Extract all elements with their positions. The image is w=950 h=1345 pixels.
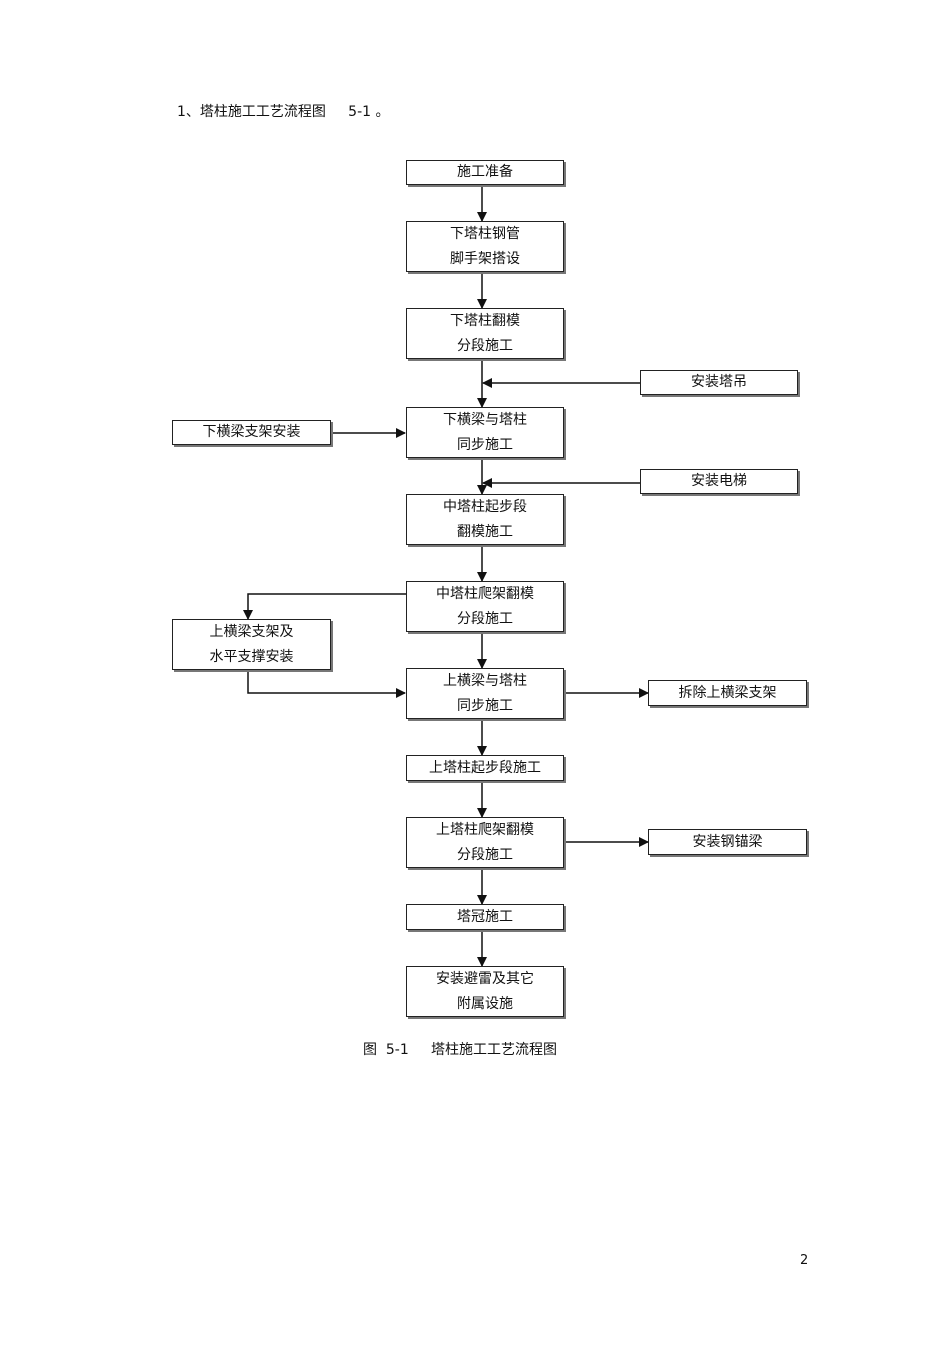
node-label: 分段施工	[457, 337, 513, 354]
figure-caption: 图 5-1 塔柱施工工艺流程图	[363, 1042, 558, 1058]
node-upper-beam-support: 上横梁支架及 水平支撑安装	[172, 619, 331, 670]
node-upper-start: 上塔柱起步段施工	[406, 755, 564, 781]
node-lightning: 安装避雷及其它 附属设施	[406, 966, 564, 1017]
node-label: 安装钢锚梁	[692, 833, 763, 850]
node-label: 分段施工	[457, 610, 513, 627]
node-label: 下横梁与塔柱	[443, 411, 527, 428]
node-label: 安装电梯	[691, 473, 747, 489]
node-label: 上横梁与塔柱	[443, 672, 527, 689]
node-label: 安装塔吊	[691, 374, 747, 390]
node-label: 下横梁支架安装	[202, 424, 301, 440]
node-upper-beam: 上横梁与塔柱 同步施工	[406, 668, 564, 719]
page-number: 2	[800, 1253, 809, 1268]
node-label: 中塔柱爬架翻模	[436, 585, 534, 602]
node-label: 施工准备	[457, 164, 513, 180]
node-label: 下塔柱钢管	[450, 225, 520, 242]
node-label: 塔冠施工	[457, 908, 513, 925]
node-label: 上塔柱起步段施工	[429, 759, 541, 776]
node-remove-support: 拆除上横梁支架	[648, 680, 807, 706]
node-label: 同步施工	[457, 436, 513, 453]
section-heading: 1、塔柱施工工艺流程图 5-1 。	[177, 104, 390, 120]
node-label: 安装避雷及其它	[436, 970, 534, 987]
node-lower-beam-support: 下横梁支架安装	[172, 420, 331, 445]
node-label: 翻模施工	[457, 523, 513, 540]
node-label: 上塔柱爬架翻模	[436, 821, 534, 838]
node-label: 分段施工	[457, 846, 513, 863]
node-label: 脚手架搭设	[450, 250, 520, 267]
node-crown: 塔冠施工	[406, 904, 564, 930]
node-label: 同步施工	[457, 697, 513, 714]
node-construction-prep: 施工准备	[406, 160, 564, 185]
arrow-upperbeamsupport-upperbeam	[247, 670, 406, 698]
node-elevator: 安装电梯	[640, 469, 798, 494]
node-lower-formwork: 下塔柱翻模 分段施工	[406, 308, 564, 359]
node-mid-start: 中塔柱起步段 翻模施工	[406, 494, 564, 545]
node-steel-anchor: 安装钢锚梁	[648, 829, 807, 855]
node-label: 上横梁支架及	[209, 623, 294, 640]
arrow-midclimb-upperbeamsupport	[243, 593, 406, 620]
node-label: 水平支撑安装	[209, 648, 294, 665]
node-tower-crane: 安装塔吊	[640, 370, 798, 395]
node-upper-climb: 上塔柱爬架翻模 分段施工	[406, 817, 564, 868]
node-label: 中塔柱起步段	[443, 498, 527, 515]
node-mid-climb: 中塔柱爬架翻模 分段施工	[406, 581, 564, 632]
node-lower-beam: 下横梁与塔柱 同步施工	[406, 407, 564, 458]
node-label: 拆除上横梁支架	[678, 684, 777, 701]
node-label: 附属设施	[457, 995, 513, 1012]
node-lower-scaffold: 下塔柱钢管 脚手架搭设	[406, 221, 564, 272]
node-label: 下塔柱翻模	[450, 312, 520, 329]
